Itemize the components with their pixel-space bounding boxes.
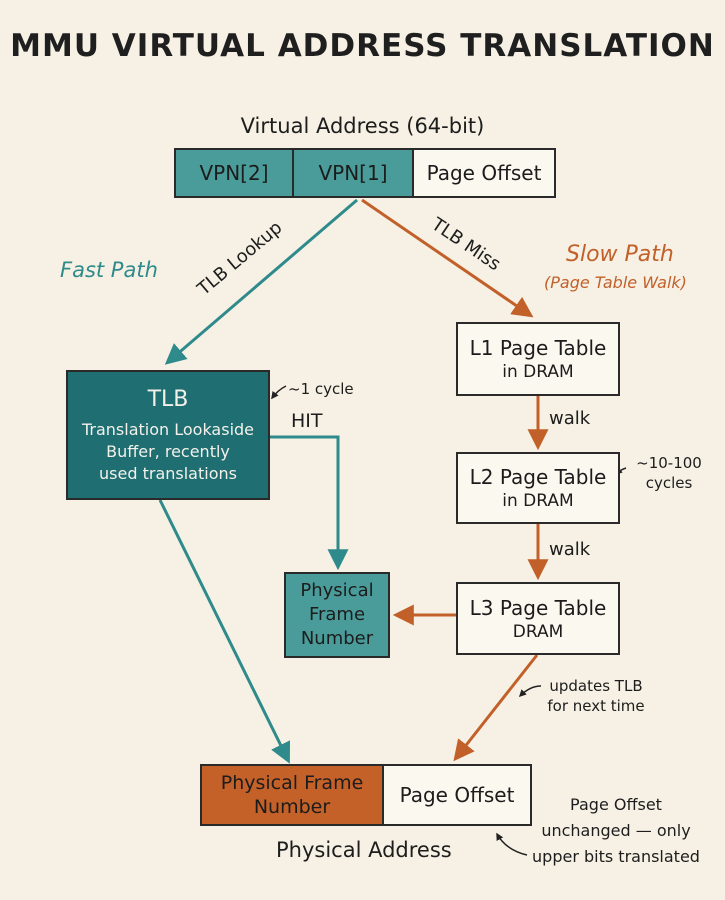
offset-note-line-1: Page Offset xyxy=(570,795,662,814)
walk-latency-line-2: cycles xyxy=(645,474,693,492)
walk-latency-line-1: ~10-100 xyxy=(636,454,702,472)
pa-field-page-offset: Page Offset xyxy=(382,764,532,826)
update-tlb-note-line-2: for next time xyxy=(547,697,645,715)
offset-note: Page Offset unchanged — only upper bits … xyxy=(526,792,706,870)
update-tlb-note: updates TLB for next time xyxy=(540,676,652,716)
page-table-l2-name: L2 Page Table xyxy=(469,465,607,489)
page-table-l3: L3 Page Table DRAM xyxy=(456,582,620,655)
pa-field-pfn: Physical Frame Number xyxy=(200,764,384,826)
slow-path-sublabel: (Page Table Walk) xyxy=(544,273,687,292)
walk-label-2: walk xyxy=(549,539,591,560)
tlb-latency: ~1 cycle xyxy=(288,380,354,398)
update-tlb-note-line-1: updates TLB xyxy=(549,677,643,695)
pa-pfn-line-1: Physical Frame xyxy=(220,772,364,794)
arrow-tlb-to-physical xyxy=(158,499,291,764)
pointer-update-tlb xyxy=(518,685,542,698)
page-table-l2-location: in DRAM xyxy=(502,491,574,511)
tlb-hit-label: HIT xyxy=(291,410,323,432)
walk-label-1: walk xyxy=(549,408,591,429)
physical-address-label: Physical Address xyxy=(276,838,452,862)
page-table-l3-location: DRAM xyxy=(512,621,564,642)
va-field-vpn1: VPN[1] xyxy=(292,148,414,198)
walk-latency: ~10-100 cycles xyxy=(626,453,712,493)
virtual-address-label: Virtual Address (64-bit) xyxy=(240,114,485,138)
pfn-box: Physical Frame Number xyxy=(284,572,390,658)
pfn-line-1: Physical xyxy=(300,580,374,601)
tlb-name: TLB xyxy=(147,387,189,412)
page-table-l1-location: in DRAM xyxy=(502,362,574,382)
page-table-l3-name: L3 Page Table xyxy=(469,595,607,620)
pointer-tlb-latency xyxy=(271,385,287,400)
pfn-line-2: Frame xyxy=(308,604,366,625)
pa-pfn-line-2: Number xyxy=(253,796,331,818)
arrow-tlb-hit xyxy=(268,435,349,571)
arrow-tlb-lookup xyxy=(164,198,358,365)
fast-path-label: Fast Path xyxy=(60,258,158,282)
slow-path-label: Slow Path xyxy=(566,242,674,267)
arrow-tlb-miss xyxy=(361,198,534,318)
arrow-l3-to-physical xyxy=(453,654,539,762)
tlb-box: TLB Translation Lookaside Buffer, recent… xyxy=(66,370,270,500)
diagram-title: MMU VIRTUAL ADDRESS TRANSLATION xyxy=(10,28,715,64)
offset-note-line-3: upper bits translated xyxy=(532,847,700,866)
tlb-description-line-2: Buffer, recently xyxy=(106,442,230,461)
offset-note-line-2: unchanged — only xyxy=(541,821,691,840)
pointer-offset-note xyxy=(496,832,528,856)
va-field-page-offset: Page Offset xyxy=(412,148,556,198)
page-table-l2: L2 Page Table in DRAM xyxy=(456,452,620,524)
page-table-l1-name: L1 Page Table xyxy=(469,336,607,360)
tlb-description-line-3: used translations xyxy=(99,464,237,483)
pfn-line-3: Number xyxy=(300,628,374,649)
tlb-description-line-1: Translation Lookaside xyxy=(81,420,255,439)
va-field-vpn2: VPN[2] xyxy=(174,148,294,198)
page-table-l1: L1 Page Table in DRAM xyxy=(456,322,620,396)
